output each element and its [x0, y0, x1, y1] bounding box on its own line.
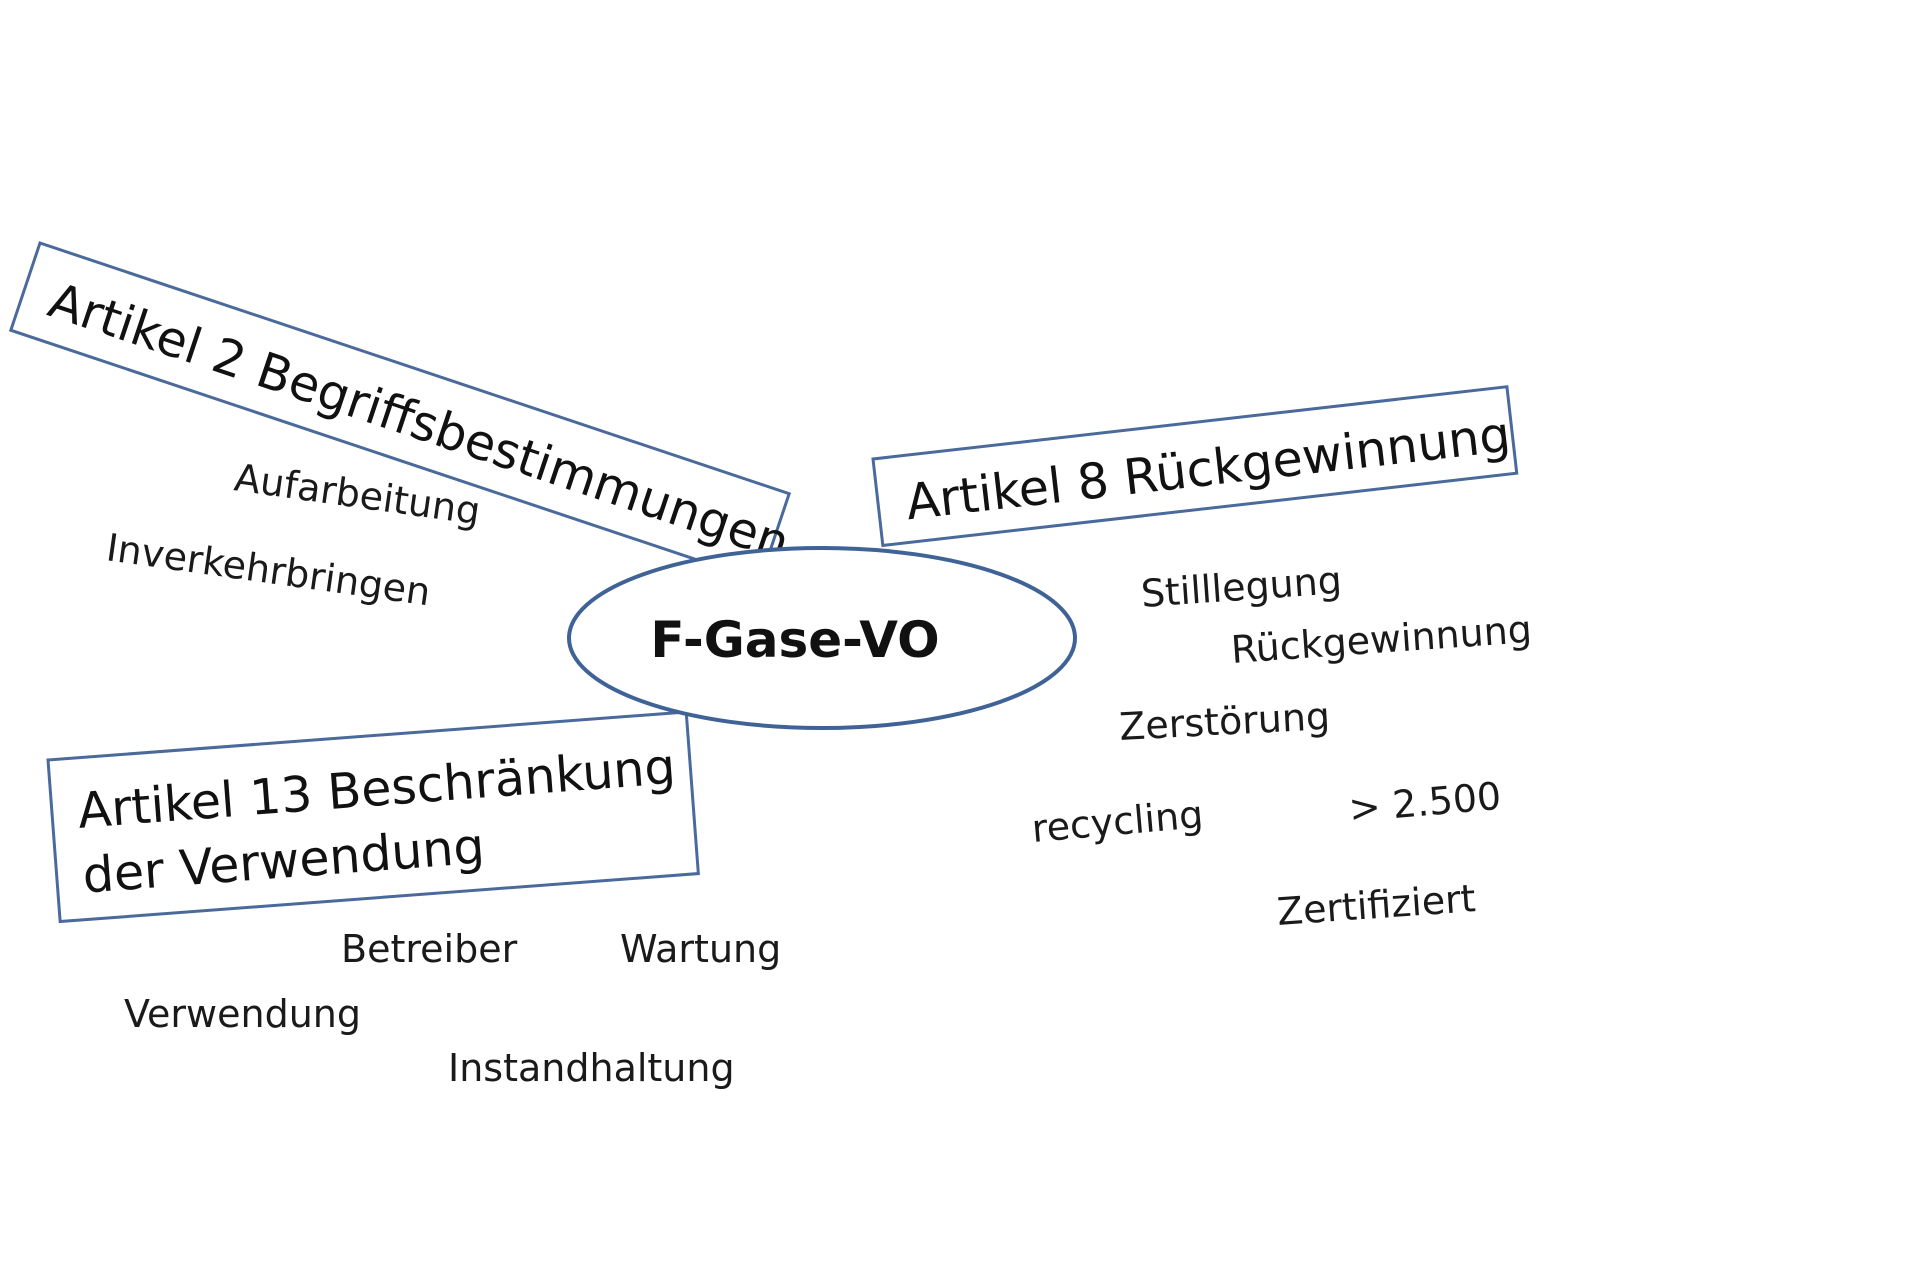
- artikel2-box: [8, 241, 792, 583]
- artikel13-box: [46, 710, 700, 924]
- term-verwendung: Verwendung: [124, 992, 361, 1036]
- center-ellipse: [567, 546, 1077, 730]
- term-instandhaltung: Instandhaltung: [448, 1046, 735, 1090]
- term-zertifiziert: Zertifiziert: [1276, 876, 1477, 934]
- center-label: F-Gase-VO: [650, 611, 939, 669]
- term-inverkehrbringen: Inverkehrbringen: [104, 525, 433, 614]
- artikel13-branch: Artikel 13 Beschränkung der Verwendung: [46, 710, 700, 924]
- term-betreiber: Betreiber: [341, 927, 518, 971]
- term-stilllegung: Stilllegung: [1140, 558, 1344, 616]
- center-node: F-Gase-VO: [567, 546, 1077, 730]
- artikel2-title: Artikel 2 Begriffsbestimmungen: [42, 272, 797, 572]
- term-rueckgewinnung: Rückgewinnung: [1230, 607, 1534, 672]
- artikel8-box: [871, 385, 1519, 548]
- term-wartung: Wartung: [620, 927, 781, 971]
- term-threshold: > 2.500: [1347, 774, 1503, 831]
- term-recycling: recycling: [1030, 792, 1205, 851]
- artikel8-branch: Artikel 8 Rückgewinnung: [871, 385, 1519, 548]
- term-zerstoerung: Zerstörung: [1118, 694, 1331, 749]
